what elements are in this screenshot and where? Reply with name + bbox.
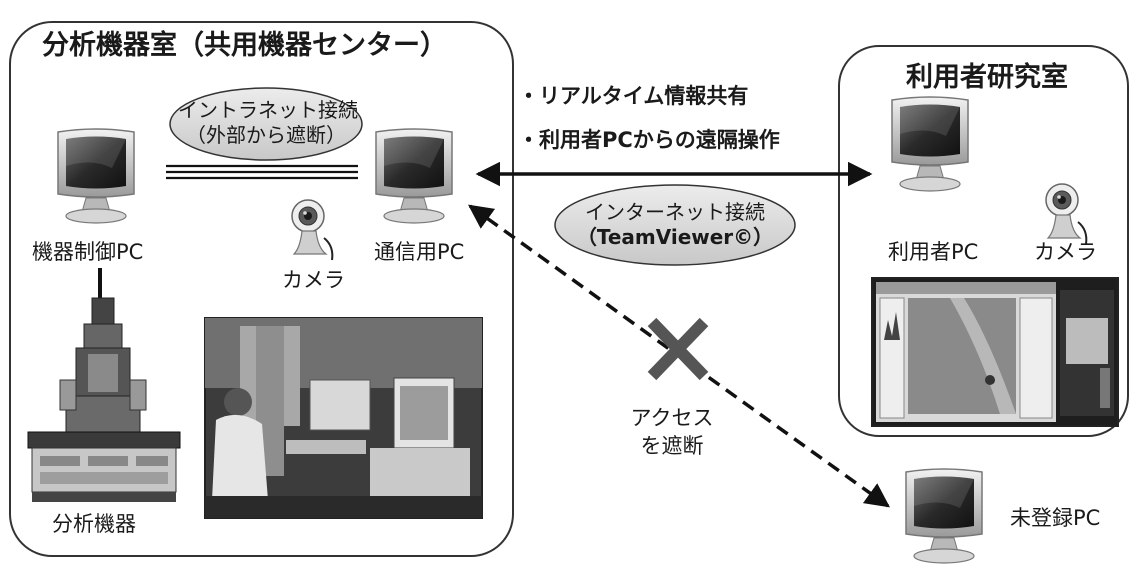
lab-camera-label: カメラ <box>282 268 345 292</box>
intranet-oval <box>169 87 363 161</box>
access-label-line2: を遮断 <box>640 434 704 459</box>
lab-room-title: 分析機器室（共用機器センター） <box>42 30 447 61</box>
instrument-label: 分析機器 <box>52 512 136 536</box>
access-blocked-label: アクセス を遮断 <box>612 404 732 461</box>
access-label-line1: アクセス <box>630 406 714 430</box>
lab-webcam-icon <box>291 199 334 261</box>
user-pc-monitor-icon <box>891 96 969 192</box>
intranet-label-line1: イントラネット接続 <box>178 98 358 122</box>
control-pc-label: 機器制御PC <box>32 240 144 264</box>
user-pc-label: 利用者PC <box>888 240 979 264</box>
user-room-title: 利用者研究室 <box>906 62 1068 93</box>
user-webcam-icon <box>1045 183 1088 245</box>
electron-microscope-icon <box>27 297 181 502</box>
internet-label-line2: （TeamViewer©） <box>560 225 790 250</box>
user-camera-label: カメラ <box>1034 240 1097 264</box>
internet-label: インターネット接続 （TeamViewer©） <box>560 200 790 250</box>
remote-screen-capture <box>871 277 1119 427</box>
teamviewer-label: （TeamViewer©） <box>576 225 774 249</box>
unregistered-pc-monitor-icon <box>905 468 983 564</box>
unregistered-pc-label: 未登録PC <box>1010 506 1101 530</box>
feature-bullet-realtime: ・リアルタイム情報共有 <box>518 84 749 108</box>
control-pc-monitor-icon <box>57 128 135 224</box>
intranet-link-lines <box>166 164 358 180</box>
internet-label-line1: インターネット接続 <box>585 200 765 224</box>
intranet-label: イントラネット接続 （外部から遮断） <box>178 98 358 148</box>
lab-photo <box>204 317 483 519</box>
comm-pc-label: 通信用PC <box>374 240 465 264</box>
comm-pc-monitor-icon <box>375 128 453 224</box>
feature-bullet-remote: ・利用者PCからの遠隔操作 <box>518 128 780 152</box>
intranet-label-line2: （外部から遮断） <box>186 123 346 147</box>
blocked-x-icon <box>647 317 709 381</box>
